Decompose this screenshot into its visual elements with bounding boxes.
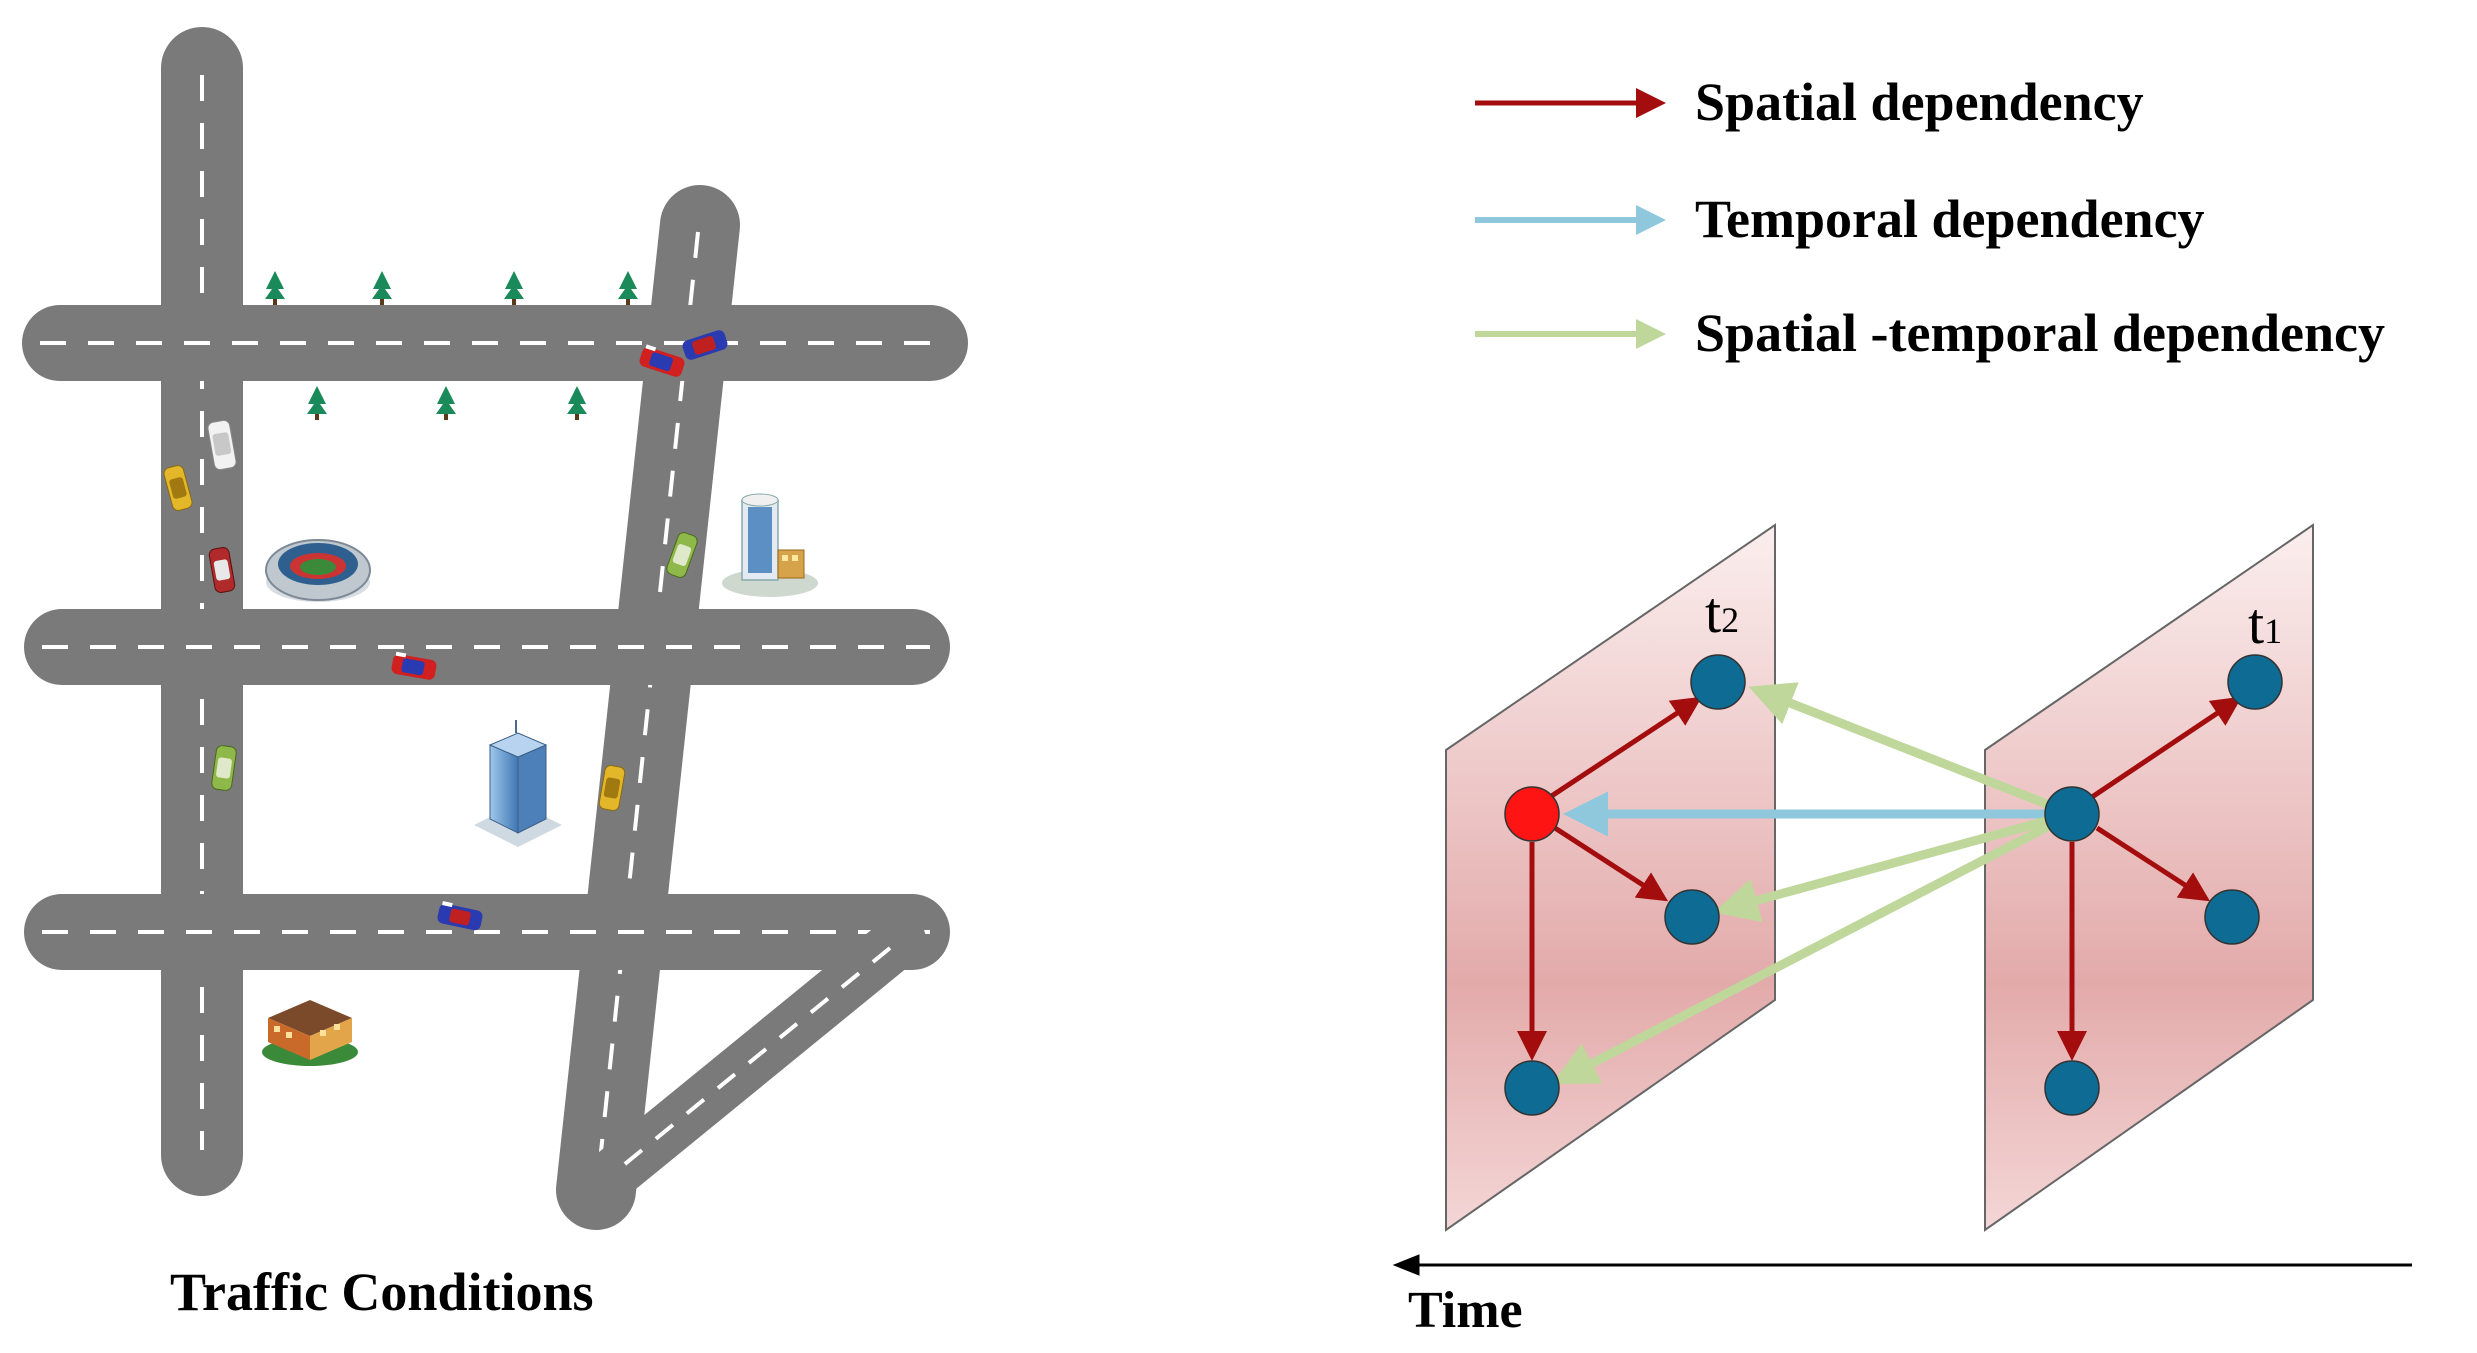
school-building-icon [262,1000,358,1066]
legend-label-spatial: Spatial dependency [1695,72,2144,132]
legend: Spatial dependency Temporal dependency S… [1475,72,2385,363]
legend-item-spatial: Spatial dependency [1475,72,2144,132]
car-icon [391,651,437,680]
graph-node [2044,786,2100,842]
graph-node [1690,654,1746,710]
spatial-arrow [1548,696,1703,800]
plane-label-t2: t2 [1705,580,1739,645]
tree-icon [618,271,638,305]
tree-icon [307,386,327,420]
road-diagonal [586,914,926,1201]
car-icon [211,745,237,791]
car-icon [682,330,728,360]
graph-node [2044,1060,2100,1116]
road-vertical-right [556,185,740,1230]
glass-tower-icon [474,720,562,847]
legend-label-temporal: Temporal dependency [1695,189,2205,249]
car-icon [163,465,193,511]
time-axis-label: Time [1408,1282,1523,1339]
cars [163,330,728,931]
graph-node [1664,889,1720,945]
stadium-icon [265,539,371,602]
spatial-arrow [2090,696,2242,800]
graph-node [2227,654,2283,710]
spatial-temporal-arrow [1552,810,2075,1085]
car-icon [598,765,626,811]
graph-node [2204,889,2260,945]
tree-icon [436,386,456,420]
legend-item-spatial-temporal: Spatial -temporal dependency [1475,303,2385,363]
dependency-graph: t2 t1 Time [1392,523,2412,1339]
road-map: Traffic Conditions [22,27,968,1322]
tree-icon [567,386,587,420]
car-icon [639,344,685,377]
tree-icon [265,271,285,305]
car-icon [437,901,483,931]
map-caption: Traffic Conditions [170,1262,594,1322]
office-building-icon [722,493,818,597]
tree-icon [372,271,392,305]
plane-label-t1: t1 [2248,591,2282,656]
car-icon [666,532,698,578]
legend-label-spatial-temporal: Spatial -temporal dependency [1695,303,2385,363]
tree-icon [504,271,524,305]
legend-item-temporal: Temporal dependency [1475,189,2205,249]
car-icon [207,419,237,471]
graph-node [1504,1060,1560,1116]
spatial-arrow [1553,825,1669,902]
trees [265,271,638,420]
car-icon [208,547,236,593]
spatial-arrow [2095,825,2211,902]
spatial-temporal-arrow [1713,809,2074,923]
focus-node [1504,786,1560,842]
spatial-temporal-arrow [1748,682,2074,819]
